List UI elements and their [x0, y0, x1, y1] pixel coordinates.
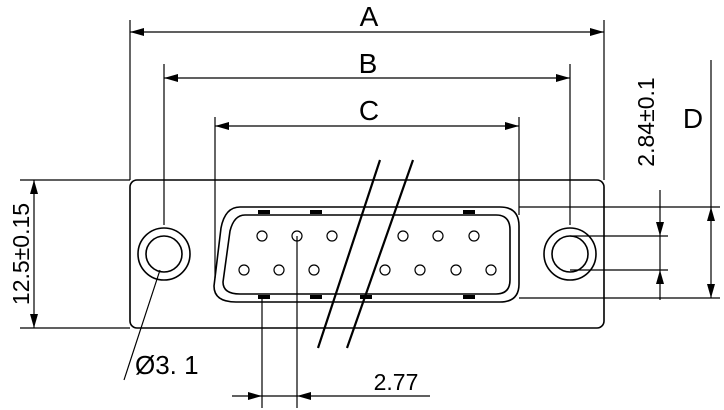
dimension-pin-pitch: 2.77: [232, 236, 430, 408]
pin: [432, 230, 444, 242]
flange-outline: [129, 179, 605, 329]
dimension-shell-height: 12.5±0.15: [8, 179, 130, 329]
dimension-b-label: B: [359, 48, 378, 79]
pin: [468, 230, 480, 242]
pin: [379, 264, 391, 276]
dimension-d-label: D: [683, 103, 703, 134]
pin: [238, 264, 250, 276]
pin: [450, 264, 462, 276]
pin: [256, 230, 268, 242]
pin-row-bottom: [238, 264, 497, 276]
d-shell-inner: [222, 214, 511, 295]
shell-height-label: 12.5±0.15: [8, 203, 34, 305]
pin: [326, 230, 338, 242]
mounting-hole-left: [137, 227, 191, 281]
d-shell-outer: [213, 206, 520, 303]
break-lines: [316, 159, 415, 349]
dimension-b: B: [163, 48, 571, 225]
dimension-a-label: A: [360, 1, 379, 32]
pin-row-top: [256, 230, 480, 242]
hole-diameter-label: Ø3. 1: [135, 350, 199, 380]
dimension-c-label: C: [359, 95, 379, 126]
row-spacing-label: 2.84±0.1: [633, 77, 659, 166]
pin: [397, 230, 409, 242]
shell-ridges: [258, 210, 475, 299]
pin: [273, 264, 285, 276]
dimension-c: C: [214, 95, 520, 278]
dimension-d: D: [519, 60, 720, 299]
dimension-a: A: [129, 1, 605, 180]
dimension-row-spacing: 2.84±0.1: [570, 77, 668, 300]
pin: [308, 264, 320, 276]
pin-pitch-label: 2.77: [374, 369, 419, 395]
hole-diameter-callout: Ø3. 1: [123, 269, 199, 381]
pin: [485, 264, 497, 276]
pin: [414, 264, 426, 276]
